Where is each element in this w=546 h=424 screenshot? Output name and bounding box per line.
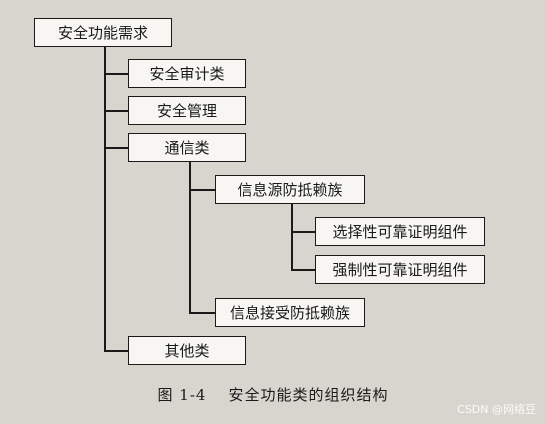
branch-line-management	[104, 110, 128, 112]
figure-number: 图 1-4	[157, 386, 207, 404]
node-other: 其他类	[128, 336, 246, 365]
node-management: 安全管理	[128, 96, 246, 125]
node-root: 安全功能需求	[34, 18, 172, 47]
trunk-line-origin	[291, 203, 293, 270]
branch-line-enforced	[291, 269, 315, 271]
node-receipt-nonrepudiation: 信息接受防抵赖族	[215, 298, 365, 327]
node-audit: 安全审计类	[128, 59, 246, 88]
node-origin-nonrepudiation: 信息源防抵赖族	[215, 175, 365, 204]
figure-title: 安全功能类的组织结构	[228, 386, 389, 404]
trunk-line-communication	[189, 161, 191, 313]
branch-line-origin	[189, 189, 215, 191]
branch-line-other	[104, 350, 128, 352]
watermark: CSDN @网络豆	[457, 403, 536, 416]
branch-line-communication	[104, 147, 128, 149]
node-selective-proof: 选择性可靠证明组件	[315, 217, 485, 246]
trunk-line-root	[104, 46, 106, 350]
branch-line-selective	[291, 231, 315, 233]
branch-line-audit	[104, 73, 128, 75]
figure-caption: 图 1-4 安全功能类的组织结构	[0, 384, 546, 405]
branch-line-receipt	[189, 312, 215, 314]
node-enforced-proof: 强制性可靠证明组件	[315, 255, 485, 284]
node-communication: 通信类	[128, 133, 246, 162]
